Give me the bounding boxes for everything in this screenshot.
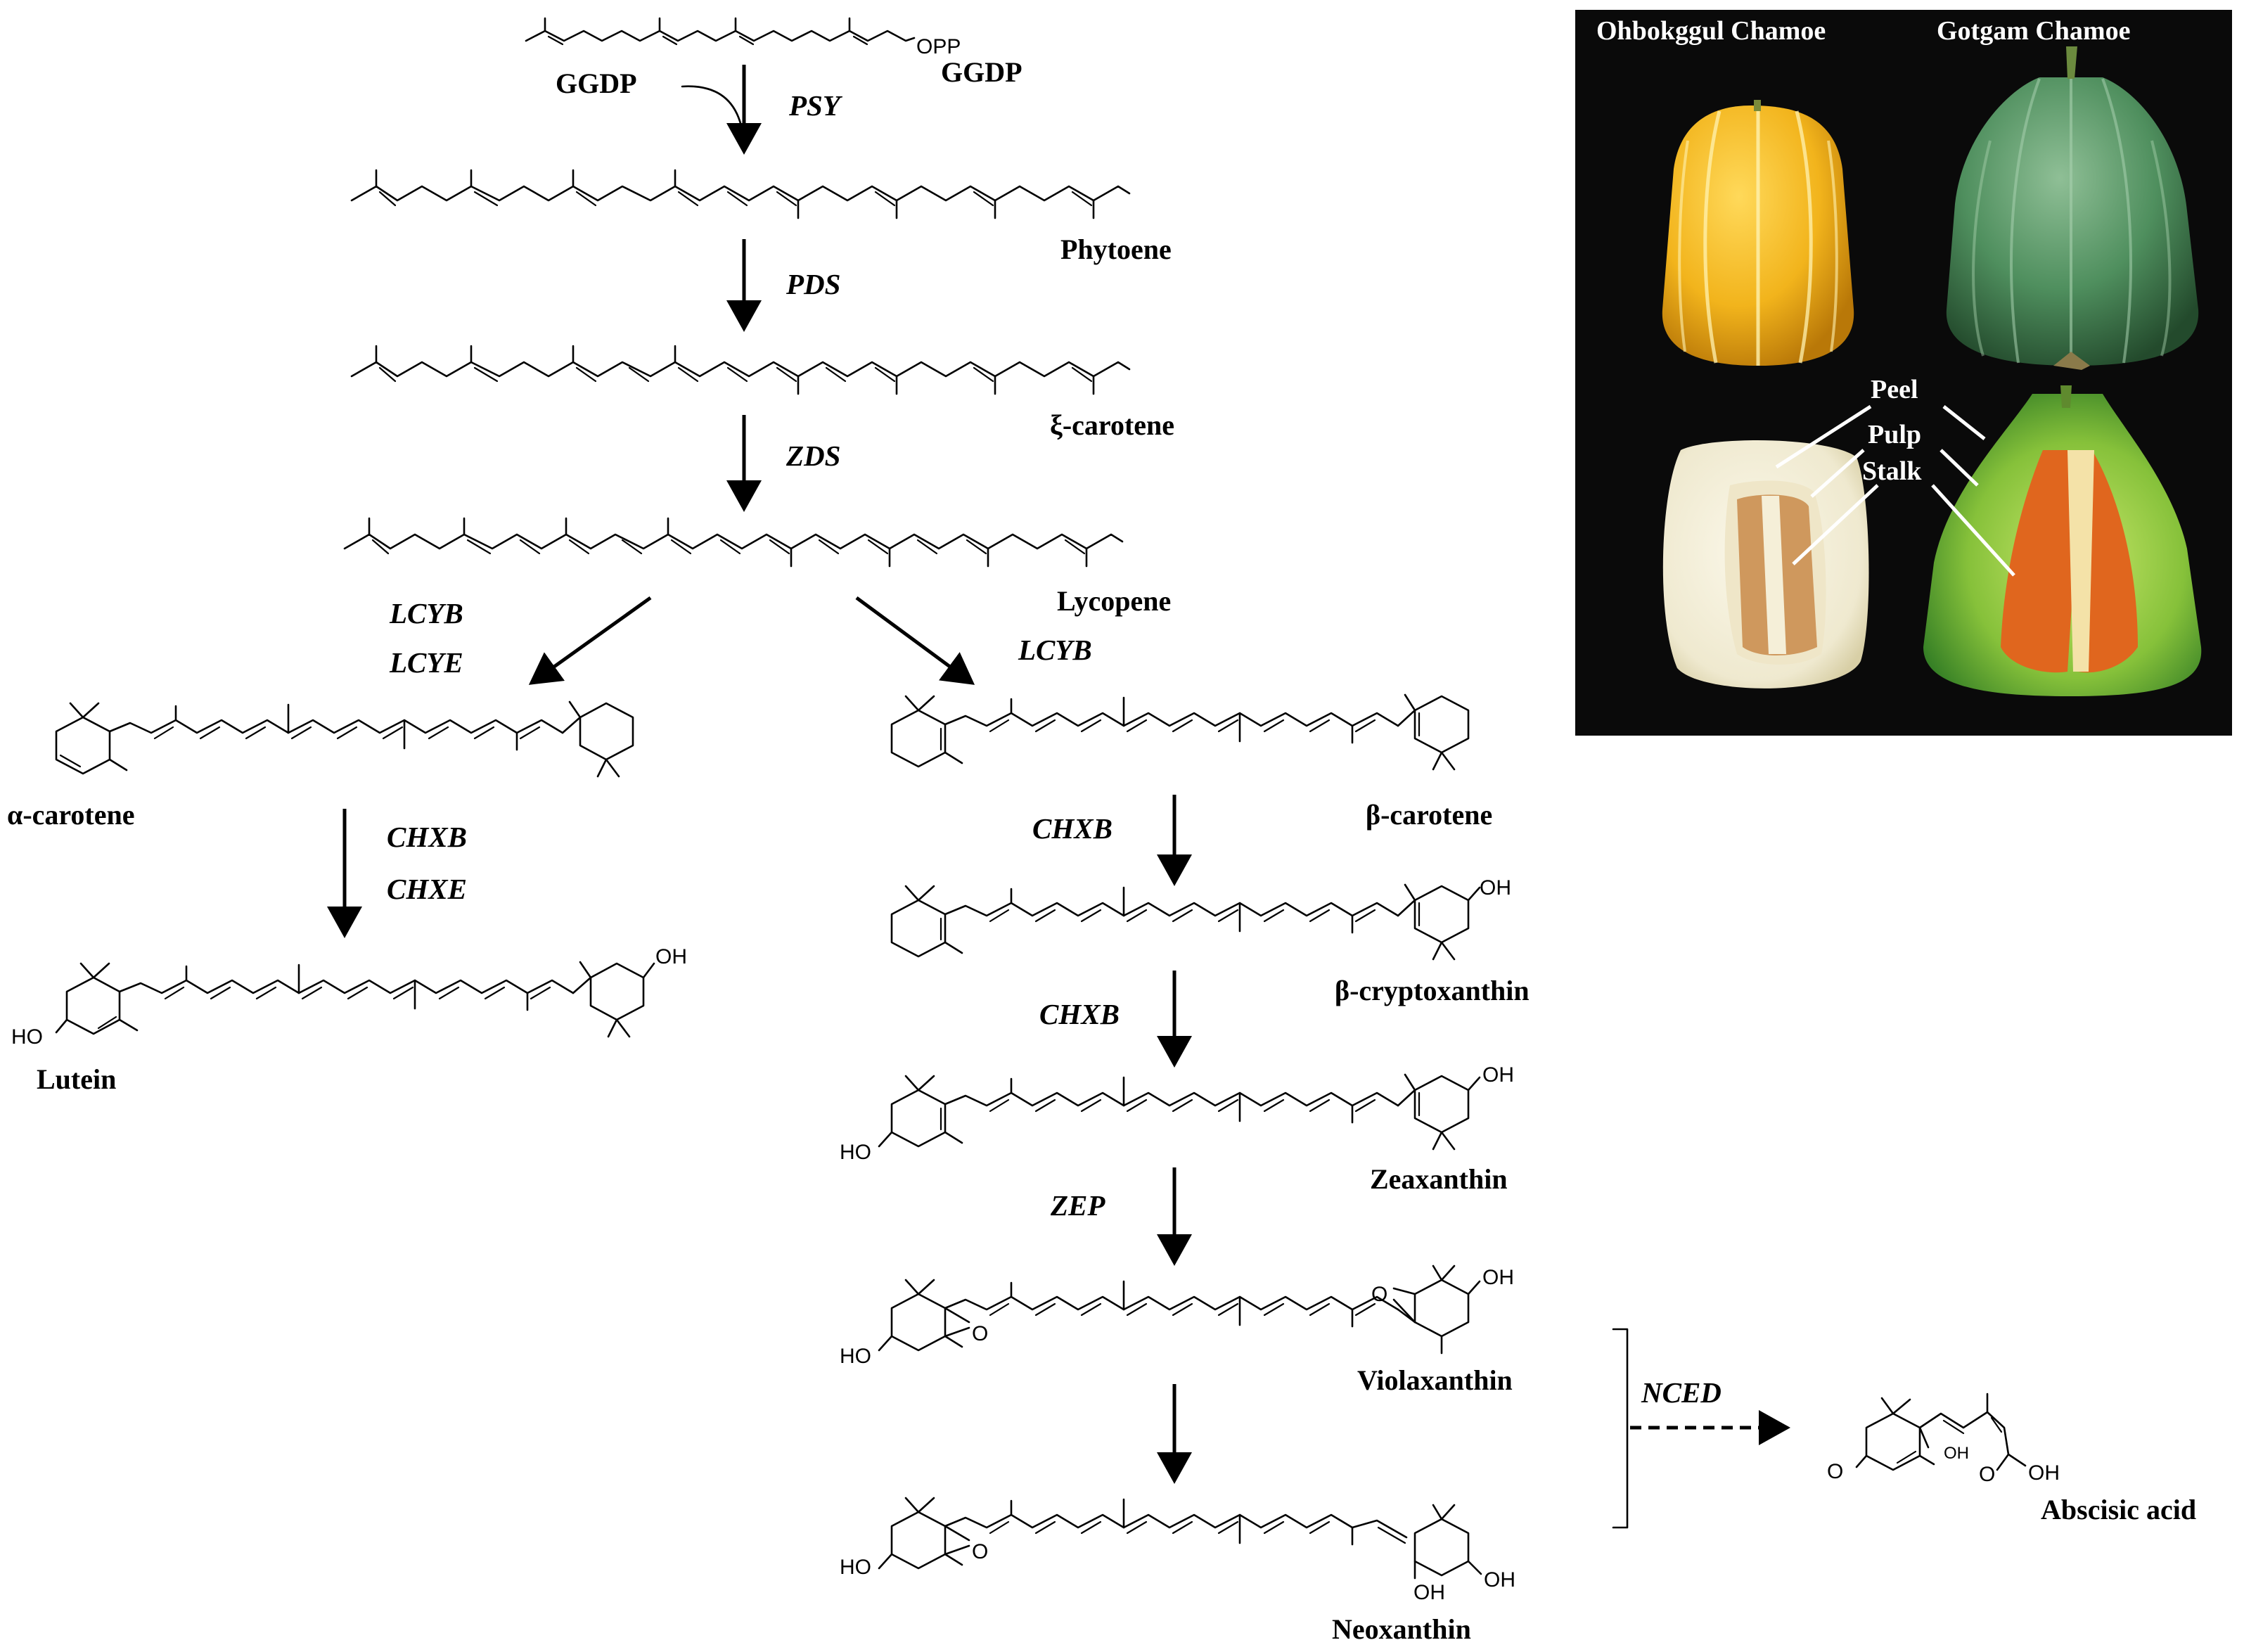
enzyme-chxb-1: CHXB (1032, 812, 1113, 845)
cryptoxanthin-oh: OH (1480, 876, 1511, 899)
compound-violaxanthin: Violaxanthin (1357, 1364, 1513, 1396)
ohbokggul-whole-fruit (1662, 100, 1854, 366)
ggdp-structure: OPP (525, 17, 961, 58)
opp-group: OPP (916, 35, 961, 58)
phytoene-structure (350, 169, 1131, 219)
peel-pointer-right (1942, 405, 1986, 440)
aba-oh-ring: OH (1944, 1444, 1969, 1463)
alpha-carotene-structure (55, 700, 634, 778)
abscisic-acid-structure (1855, 1392, 2027, 1471)
enzyme-chxe: CHXE (387, 873, 467, 905)
lutein-oh: OH (655, 945, 687, 968)
compound-phytoene: Phytoene (1060, 233, 1172, 265)
ggdp-label-right: GGDP (941, 56, 1022, 88)
ohbokggul-cut-fruit (1662, 440, 1869, 689)
stalk-label: Stalk (1862, 456, 1922, 486)
compound-alpha-carotene: α-carotene (7, 799, 135, 831)
variety-gotgam-label: Gotgam Chamoe (1937, 16, 2130, 46)
compound-neoxanthin: Neoxanthin (1332, 1613, 1471, 1645)
enzyme-chxb-2: CHXB (1039, 998, 1120, 1030)
pulp-pointer-right (1940, 449, 1979, 487)
neoxanthin-structure (878, 1497, 1482, 1580)
enzyme-chxb-left: CHXB (387, 821, 467, 853)
lutein-ho: HO (11, 1025, 43, 1049)
compound-abscisic-acid: Abscisic acid (2041, 1494, 2196, 1525)
melon-photograph (1575, 10, 2232, 736)
enzyme-pds: PDS (786, 268, 840, 300)
violaxanthin-oh: OH (1482, 1266, 1514, 1289)
lcyb-lcye-arrow (528, 596, 652, 685)
compound-zeaxanthin: Zeaxanthin (1370, 1163, 1508, 1195)
lutein-structure (55, 961, 655, 1038)
zeaxanthin-oh: OH (1482, 1063, 1514, 1087)
ggdp-label-left: GGDP (556, 68, 637, 99)
peel-label: Peel (1871, 375, 1918, 404)
compound-lycopene: Lycopene (1057, 585, 1171, 617)
pulp-pointer-left (1810, 449, 1865, 498)
neoxanthin-oh: OH (1484, 1568, 1515, 1592)
enzyme-lcye: LCYE (389, 646, 463, 679)
beta-carotene-structure (890, 693, 1470, 771)
pulp-label: Pulp (1868, 420, 1921, 449)
neoxanthin-oh-ring: OH (1413, 1581, 1445, 1604)
lycopene-structure (343, 517, 1124, 568)
zeaxanthin-structure (878, 1073, 1481, 1151)
ggdp-dimerization-arrow (681, 85, 752, 148)
aba-ketone-o: O (1827, 1460, 1843, 1483)
aba-carboxyl-o: O (1979, 1463, 1995, 1486)
variety-ohbokggul-label: Ohbokggul Chamoe (1596, 16, 1826, 46)
violaxanthin-structure (878, 1264, 1481, 1355)
neoxanthin-ho: HO (840, 1556, 871, 1579)
xi-carotene-structure (350, 345, 1131, 395)
enzyme-nced: NCED (1641, 1376, 1722, 1409)
peel-pointer-left (1775, 404, 1872, 469)
violaxanthin-epoxide-o-left: O (972, 1322, 988, 1345)
zeaxanthin-ho: HO (840, 1141, 871, 1164)
enzyme-zep: ZEP (1050, 1189, 1105, 1222)
enzyme-zds: ZDS (786, 440, 840, 472)
gotgam-cut-fruit (1923, 385, 2202, 696)
stalk-pointer-left (1792, 484, 1879, 565)
compound-lutein: Lutein (37, 1063, 116, 1095)
neoxanthin-epoxide-o: O (972, 1540, 988, 1563)
violaxanthin-epoxide-o-right: O (1371, 1283, 1387, 1306)
gotgam-whole-fruit (1946, 46, 2199, 370)
enzyme-lcyb-left: LCYB (389, 597, 463, 629)
enzyme-psy: PSY (788, 89, 843, 122)
enzyme-lcyb-right: LCYB (1018, 634, 1092, 666)
compound-xi-carotene: ξ-carotene (1050, 409, 1174, 441)
compound-beta-carotene: β-carotene (1366, 799, 1492, 831)
lcyb-arrow (855, 596, 975, 685)
violaxanthin-neoxanthin-bracket (1612, 1328, 1629, 1529)
beta-cryptoxanthin-structure (890, 883, 1481, 961)
compound-beta-cryptoxanthin: β-cryptoxanthin (1335, 975, 1530, 1006)
stalk-pointer-right (1931, 484, 2015, 577)
aba-carboxyl-oh: OH (2028, 1461, 2060, 1485)
violaxanthin-ho: HO (840, 1345, 871, 1368)
